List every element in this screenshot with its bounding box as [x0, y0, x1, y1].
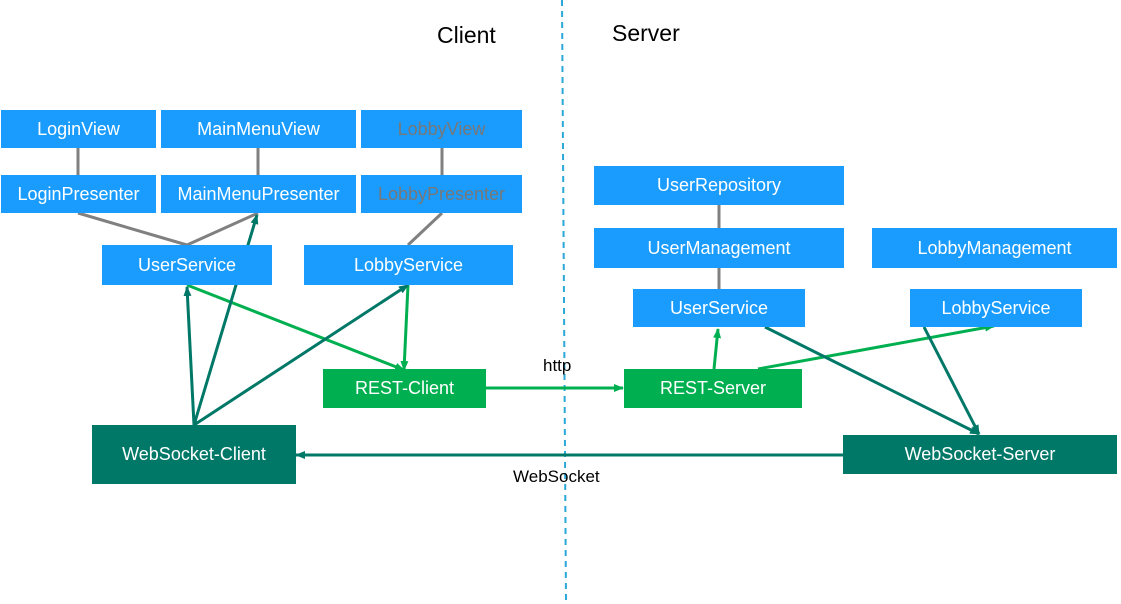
websocket-edge-label: WebSocket: [513, 467, 600, 486]
http-edge-label: http: [543, 356, 572, 375]
login-presenter-box: LoginPresenter: [1, 175, 156, 213]
websocket-server-box: WebSocket-Server: [843, 435, 1117, 474]
lobby-view-box: LobbyView: [361, 110, 522, 148]
lobby-presenter-box: LobbyPresenter: [361, 175, 522, 213]
wsclient-lobbyservice-arrow: [193, 283, 409, 427]
login-view-box: LoginView: [1, 110, 156, 148]
lobby-management-box: LobbyManagement: [872, 228, 1117, 268]
mainmenupresenter-userservice-link: [186, 211, 259, 247]
server-lobby-service-box: LobbyService: [910, 289, 1082, 327]
lobbyservice-restclient-arrow: [400, 284, 410, 371]
lobbypresenter-lobbyservice-link: [406, 211, 444, 247]
gray-connectors: [76, 148, 721, 289]
rest-server-box: REST-Server: [624, 369, 802, 408]
wsclient-userservice-arrow: [183, 286, 196, 426]
client-lobby-service-box: LobbyService: [304, 245, 513, 285]
userservice-restclient-arrow: [186, 283, 405, 372]
rest-arrows: [186, 283, 995, 392]
restserver-lobbyservice-arrow: [757, 323, 995, 371]
client-server-boundary: [561, 0, 567, 604]
server-user-service-box: UserService: [633, 289, 805, 327]
server-zone-label: Server: [612, 20, 680, 46]
rest-client-box: REST-Client: [323, 369, 486, 408]
user-repository-box: UserRepository: [594, 166, 844, 205]
main-menu-view-box: MainMenuView: [161, 110, 356, 148]
server-lobbyservice-wsserver-arrow: [922, 326, 981, 435]
server-userservice-wsserver-arrow: [764, 325, 980, 436]
user-management-box: UserManagement: [594, 228, 844, 268]
main-menu-presenter-box: MainMenuPresenter: [161, 175, 356, 213]
websocket-client-box: WebSocket-Client: [92, 425, 296, 484]
restserver-userservice-arrow: [712, 328, 722, 370]
client-user-service-box: UserService: [102, 245, 272, 285]
loginpresenter-userservice-link: [77, 211, 188, 247]
client-zone-label: Client: [437, 22, 496, 48]
